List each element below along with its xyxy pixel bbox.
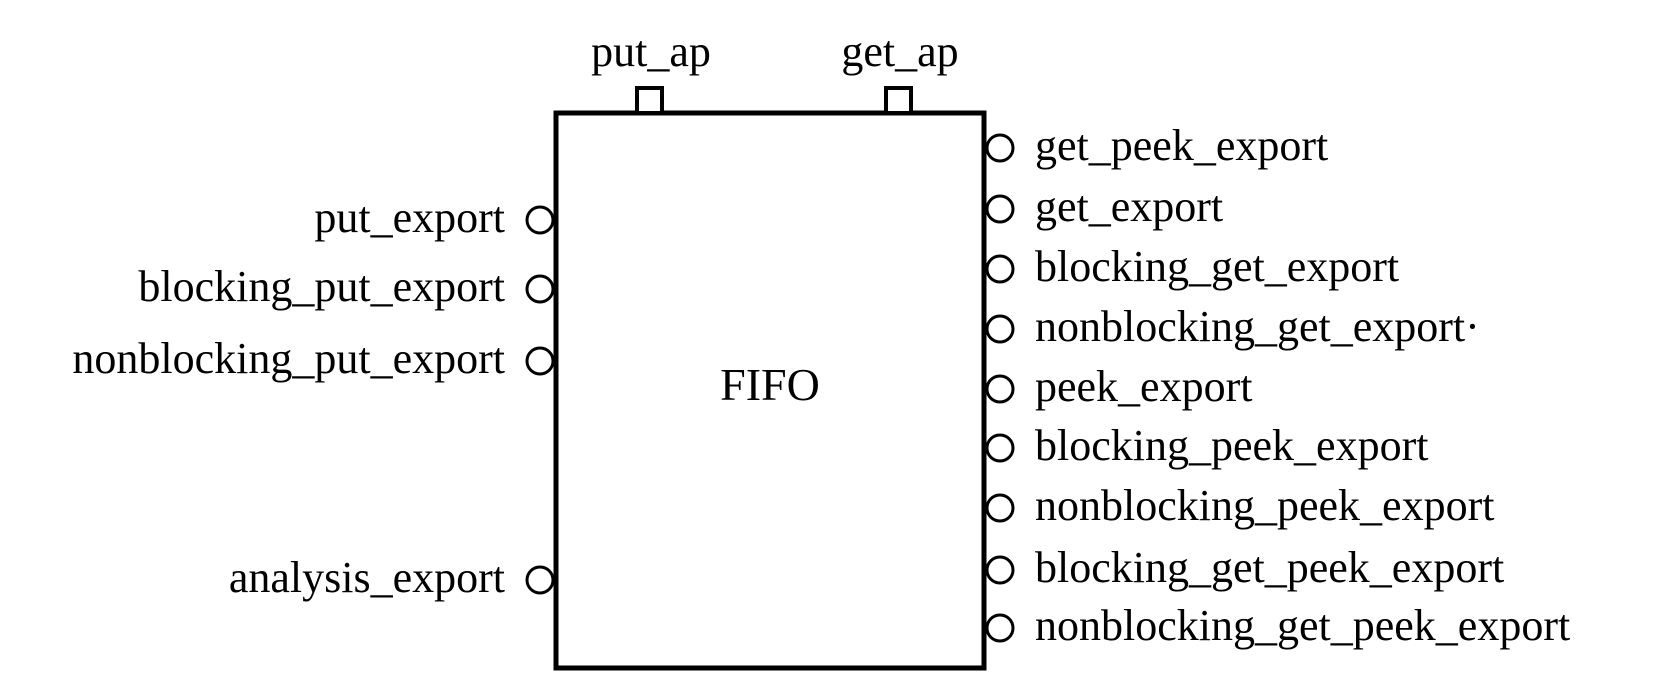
put-export-port — [525, 205, 555, 235]
blocking-peek-export-label: blocking_peek_export — [1035, 421, 1428, 470]
blocking-put-export-port — [525, 274, 555, 304]
analysis-export-label: analysis_export — [229, 553, 505, 602]
blocking-get-peek-export-port — [985, 555, 1015, 585]
fifo-block-label: FIFO — [720, 359, 820, 410]
blocking-get-export-label: blocking_get_export — [1035, 242, 1399, 291]
peek-export-label: peek_export — [1035, 362, 1252, 411]
fifo-block — [553, 110, 987, 671]
put-ap-label: put_ap — [591, 27, 711, 76]
blocking-peek-export-port — [985, 433, 1015, 463]
get-peek-export-port — [985, 133, 1015, 163]
nonblocking-get-export-port — [985, 314, 1015, 344]
get-export-port — [985, 194, 1015, 224]
blocking-get-peek-export-label: blocking_get_peek_export — [1035, 543, 1504, 592]
nonblocking-get-peek-export-label: nonblocking_get_peek_export — [1035, 601, 1570, 650]
put-export-label: put_export — [314, 193, 505, 242]
nonblocking-peek-export-label: nonblocking_peek_export — [1035, 481, 1494, 530]
peek-export-port — [985, 374, 1015, 404]
get-peek-export-label: get_peek_export — [1035, 121, 1328, 170]
get-export-label: get_export — [1035, 182, 1223, 231]
nonblocking-put-export-port — [525, 346, 555, 376]
analysis-export-port — [525, 565, 555, 595]
blocking-get-export-port — [985, 254, 1015, 284]
nonblocking-peek-export-port — [985, 493, 1015, 523]
blocking-put-export-label: blocking_put_export — [138, 262, 505, 311]
nonblocking-put-export-label: nonblocking_put_export — [72, 334, 505, 383]
get-ap-label: get_ap — [841, 27, 958, 76]
put-ap-port — [635, 86, 664, 115]
nonblocking-get-peek-export-port — [985, 613, 1015, 643]
nonblocking-get-export-label: nonblocking_get_export· — [1035, 302, 1480, 351]
get-ap-port — [884, 86, 913, 115]
